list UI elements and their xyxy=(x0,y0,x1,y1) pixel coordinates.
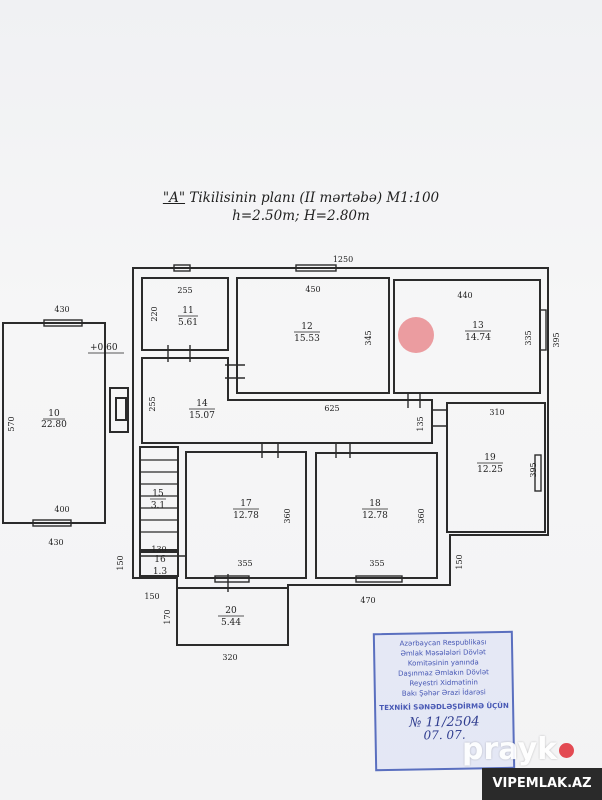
room-13-num: 13 xyxy=(472,321,484,331)
room-11-wall xyxy=(141,277,229,351)
room-11-num: 11 xyxy=(182,306,193,316)
prayk-watermark: prayk xyxy=(462,732,592,772)
window-19 xyxy=(534,454,542,492)
window-10-top xyxy=(43,319,83,327)
dim-355-room17: 355 xyxy=(237,559,252,568)
dim-395-right: 395 xyxy=(552,332,561,347)
room-14-area: 15.07 xyxy=(189,411,215,421)
prayk-watermark-text: prayk xyxy=(462,732,558,767)
dim-150-left: 150 xyxy=(116,555,125,570)
walls xyxy=(2,267,549,646)
window-17 xyxy=(214,575,250,583)
room-17-num: 17 xyxy=(240,499,252,509)
dim-625: 625 xyxy=(324,404,339,413)
openings xyxy=(32,264,547,592)
dim-310: 310 xyxy=(489,408,504,417)
dim-440: 440 xyxy=(457,291,472,300)
window-10-bottom xyxy=(32,519,72,527)
room-18-area: 12.78 xyxy=(362,511,388,521)
dim-470: 470 xyxy=(360,596,375,605)
dim-220: 220 xyxy=(150,306,159,321)
room-16-area: 1.3 xyxy=(153,567,168,577)
level-mark-group: +0.60 xyxy=(88,343,124,354)
window-11 xyxy=(173,264,191,272)
room-16-wall xyxy=(139,551,179,577)
dim-150-bottom: 150 xyxy=(144,592,159,601)
room-13-area: 14.74 xyxy=(465,333,491,343)
window-18 xyxy=(355,575,403,583)
level-mark: +0.60 xyxy=(90,343,118,353)
room-19-num: 19 xyxy=(484,453,496,463)
room-20-wall xyxy=(176,588,289,646)
room-19-wall xyxy=(446,402,546,533)
room-10-area: 22.80 xyxy=(41,420,67,430)
outer-wall xyxy=(132,267,549,589)
room-18-wall xyxy=(315,452,438,579)
dim-400: 400 xyxy=(54,505,69,514)
plan-title-main: Tikilisinin planı (II mərtəbə) M1:100 xyxy=(185,190,440,206)
room-14-wall xyxy=(141,357,433,444)
niche-wall xyxy=(109,387,129,433)
site-badge[interactable]: VIPEMLAK.AZ xyxy=(482,768,602,800)
room-12-num: 12 xyxy=(301,322,312,332)
dim-135: 135 xyxy=(416,416,425,431)
room-16-num: 16 xyxy=(154,555,166,565)
stamp-line-6: Bakı Şəhər Ərazi İdarəsi xyxy=(401,688,486,698)
dim-255-room11: 255 xyxy=(177,286,192,295)
brand-dot-icon xyxy=(559,743,575,758)
dim-320: 320 xyxy=(222,653,237,662)
room-20-num: 20 xyxy=(225,606,237,616)
dim-430-bottom: 430 xyxy=(48,538,63,547)
dim-355-room18: 355 xyxy=(369,559,384,568)
dimension-labels: 1250 430 255 220 450 345 440 335 395 570… xyxy=(7,255,561,662)
stamp-title: TEXNİKİ SƏNƏDLƏŞDİRMƏ ÜÇÜN xyxy=(379,701,509,713)
dim-150-right: 150 xyxy=(455,554,464,569)
door-marks xyxy=(140,345,448,592)
room-17-wall xyxy=(185,451,307,579)
dim-top-total: 1250 xyxy=(333,255,353,264)
dim-345: 345 xyxy=(364,330,373,345)
dim-360-room17: 360 xyxy=(283,508,292,523)
room-15-num: 15 xyxy=(152,489,164,499)
room-17-area: 12.78 xyxy=(233,511,259,521)
room-11-area: 5.61 xyxy=(178,318,198,328)
watermark-dot-icon xyxy=(398,317,434,353)
room-12-area: 15.53 xyxy=(294,334,320,344)
dim-450: 450 xyxy=(305,285,320,294)
dim-395-room19: 395 xyxy=(529,462,538,477)
stair-wall xyxy=(139,446,179,551)
room-labels: 10 22.80 11 5.61 12 15.53 13 14.74 14 15… xyxy=(41,306,503,628)
room-20-area: 5.44 xyxy=(221,618,241,628)
stair-steps xyxy=(140,459,178,533)
room-14-num: 14 xyxy=(196,399,208,409)
room-19-area: 12.25 xyxy=(477,465,503,475)
window-12 xyxy=(295,264,337,272)
room-15-area: 3.1 xyxy=(151,501,165,511)
dim-170: 170 xyxy=(163,609,172,624)
dim-255-room14: 255 xyxy=(148,396,157,411)
dim-335: 335 xyxy=(524,330,533,345)
plan-subtitle: h=2.50m; H=2.80m xyxy=(232,208,370,224)
dim-360-room18: 360 xyxy=(417,508,426,523)
niche-inner xyxy=(115,397,127,421)
plan-title-prefix: "A" xyxy=(162,190,186,206)
dim-570: 570 xyxy=(7,416,16,431)
room-10-num: 10 xyxy=(48,409,60,419)
window-13 xyxy=(539,309,547,351)
room-12-wall xyxy=(236,277,390,394)
dim-430-top: 430 xyxy=(54,305,69,314)
plan-title: "A" Tikilisinin planı (II mərtəbə) M1:10… xyxy=(0,190,602,206)
room-10-wall xyxy=(2,322,106,524)
dim-130: 130 xyxy=(151,545,166,554)
room-18-num: 18 xyxy=(369,499,381,509)
